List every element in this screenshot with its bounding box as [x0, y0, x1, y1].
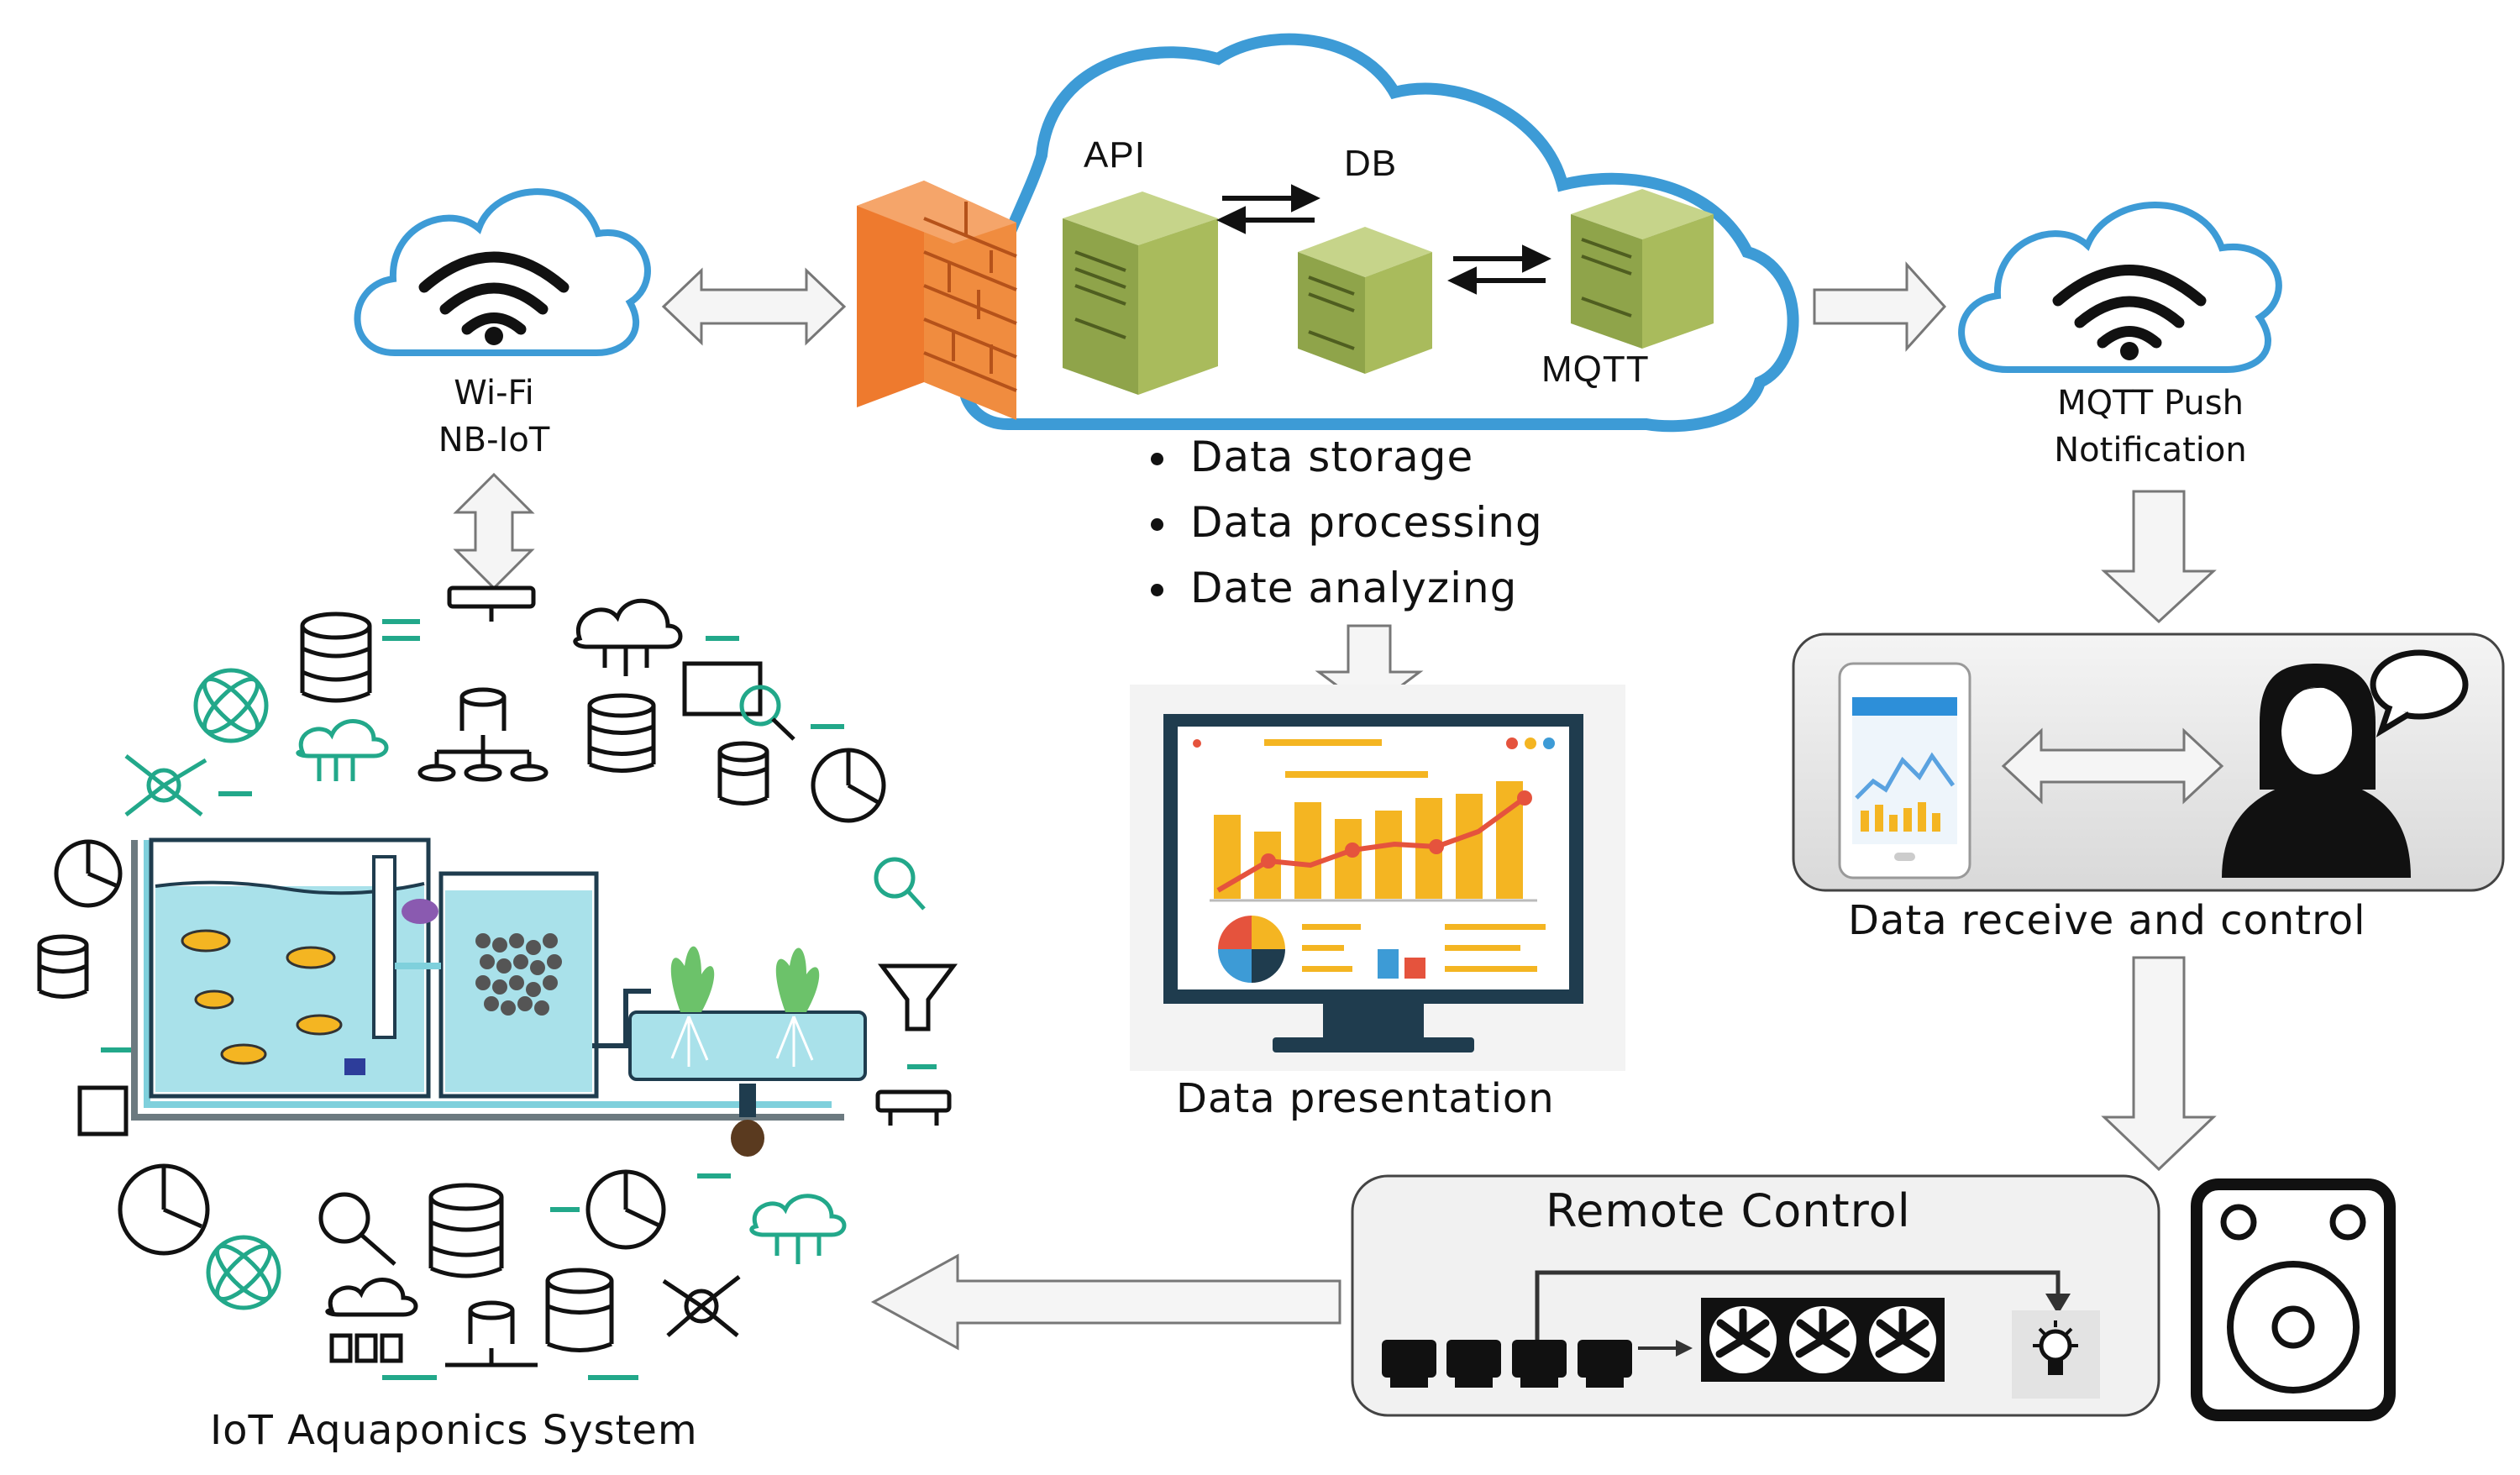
remote-control-panel	[1351, 1174, 2160, 1417]
database-org-icon	[417, 687, 549, 782]
notification-label: Notification	[2054, 431, 2247, 470]
bulb-icon	[2012, 1310, 2100, 1399]
analytics-search-icon	[682, 661, 795, 741]
cloud-function-item: Date analyzing	[1182, 564, 1543, 612]
wifi-label: Wi-Fi	[454, 374, 534, 412]
fan-icon	[1701, 1298, 1945, 1382]
database-icon	[428, 1183, 504, 1278]
chart-pie-icon	[54, 839, 123, 908]
data-receive-panel	[1792, 633, 2505, 892]
cloud-function-item: Data storage	[1182, 433, 1543, 481]
filter-funnel-icon	[878, 963, 958, 1031]
server-icon-db	[1298, 227, 1432, 374]
biofilter-media	[475, 933, 562, 1016]
database-icon	[587, 693, 656, 773]
database-icon	[545, 1268, 614, 1352]
atom-icon	[193, 668, 269, 743]
arrow-cloud-to-push	[1813, 261, 1947, 352]
speaker-icon	[2191, 1178, 2396, 1421]
server-icon-api	[1063, 192, 1218, 395]
mqtt-push-label: MQTT Push	[2057, 384, 2244, 423]
chip-icon	[77, 1085, 129, 1136]
double-arrow-wifi-firewall	[661, 267, 847, 346]
wifi-icon	[418, 251, 570, 335]
cloud-network-icon	[749, 1194, 847, 1264]
arrow-receive-to-speaker	[2101, 956, 2217, 1172]
user-icon	[2222, 664, 2411, 878]
server-icon-mqtt	[1571, 189, 1714, 349]
remote-control-title: Remote Control	[1546, 1184, 1911, 1237]
atom-icon	[206, 1235, 281, 1310]
cloud-servers-icon	[296, 719, 389, 781]
iot-icon-cloud	[37, 585, 958, 1367]
fish-tank-icon	[131, 837, 867, 1157]
plants	[670, 946, 820, 1012]
firewall-icon	[857, 181, 1017, 420]
exchange-arrows-db-mqtt	[1447, 244, 1551, 295]
smartphone-icon	[1838, 662, 1971, 879]
pie-chart	[1218, 916, 1285, 983]
mqtt-push-label-block: MQTT Push Notification	[1999, 380, 2302, 474]
wifi-label-block: Wi-Fi NB-IoT	[402, 370, 586, 464]
iot-decor-dashes	[101, 619, 937, 1380]
database-org-icon	[445, 1300, 538, 1367]
data-presentation-label: Data presentation	[1176, 1075, 1555, 1122]
router-icon	[875, 1089, 952, 1126]
mqtt-label: MQTT	[1541, 349, 1650, 390]
cloud-servers-icon	[325, 1278, 418, 1363]
server-stack-icon	[447, 585, 536, 622]
monitor-chart-icon	[1130, 685, 1625, 1071]
fish	[181, 929, 343, 1065]
chart-pie-icon	[585, 1169, 666, 1250]
network-hub-icon	[662, 1275, 741, 1337]
wifi-icon	[2052, 265, 2207, 349]
arrow-remote-to-iot	[870, 1253, 1341, 1351]
chart-pie-icon	[811, 748, 886, 823]
cloud-function-item: Data processing	[1182, 498, 1543, 547]
cloud-network-icon	[573, 598, 683, 676]
db-label: DB	[1344, 143, 1398, 184]
cloud-function-list: Data storage Data processing Date analyz…	[1138, 433, 1543, 629]
iot-system-label: IoT Aquaponics System	[210, 1407, 698, 1454]
data-receive-label: Data receive and control	[1848, 897, 2366, 944]
search-icon	[318, 1192, 396, 1266]
arrow-push-to-receive	[2101, 490, 2217, 624]
chart-pie-icon	[118, 1163, 210, 1256]
exchange-arrows-api-db	[1216, 184, 1320, 234]
double-arrow-wifi-iot	[453, 472, 535, 591]
wifi-cloud-right	[1958, 202, 2282, 373]
relay-icon	[1382, 1340, 1632, 1388]
nbiot-label: NB-IoT	[438, 421, 550, 459]
network-hub-icon	[124, 754, 207, 816]
search-icon	[874, 857, 926, 911]
wifi-cloud-left	[354, 188, 651, 356]
speech-bubble-icon	[2370, 649, 2469, 738]
database-icon	[717, 741, 769, 806]
api-label: API	[1084, 134, 1146, 176]
double-arrow-phone-user	[2001, 727, 2224, 805]
database-icon	[300, 612, 372, 703]
database-icon	[37, 934, 89, 999]
